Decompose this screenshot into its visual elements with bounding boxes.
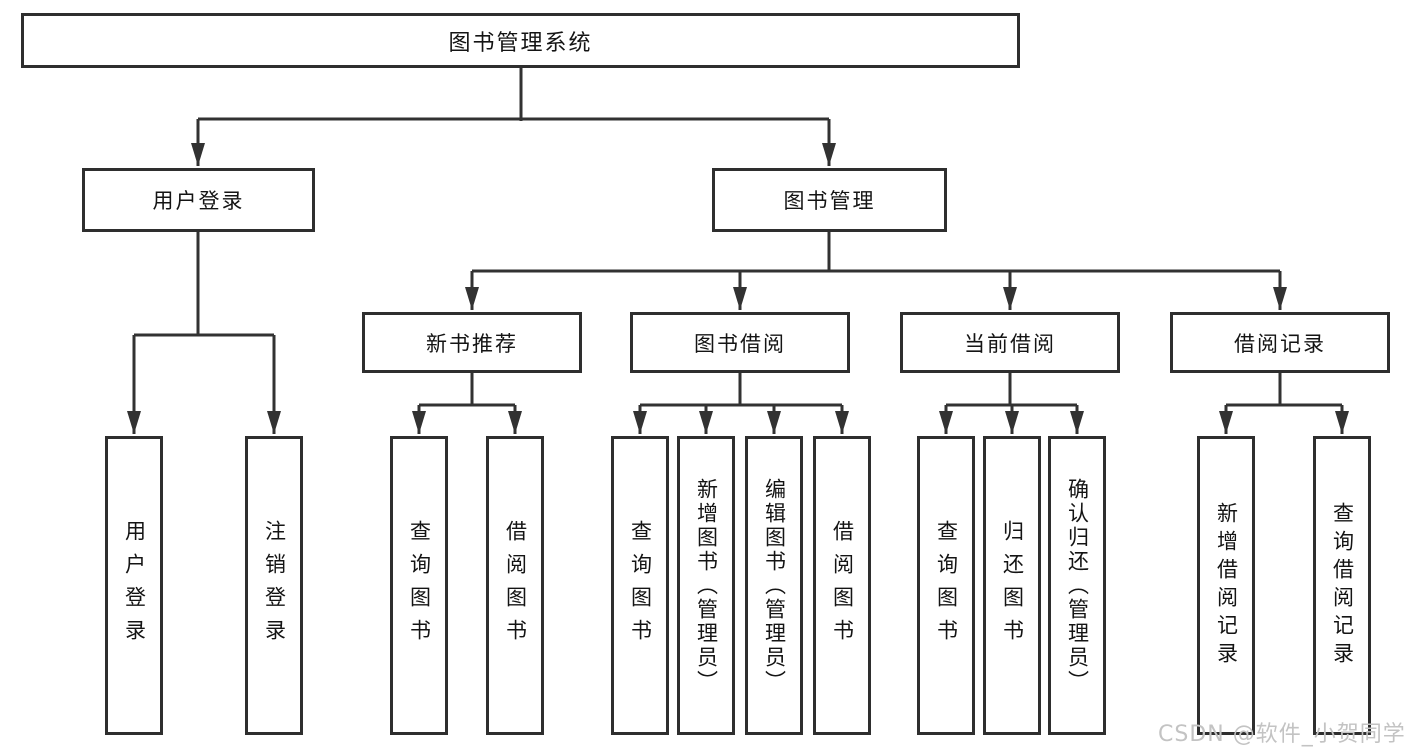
connector-trunks <box>134 68 1342 407</box>
leaf-logout: 注销登录 <box>245 436 303 735</box>
leaf-add-book-admin: 新增图书（管理员） <box>677 436 735 735</box>
leaf-borrow-books-borrowing: 借阅图书 <box>813 436 871 735</box>
node-book-management: 图书管理 <box>712 168 947 232</box>
node-borrowing-records: 借阅记录 <box>1170 312 1390 373</box>
node-current-borrowing: 当前借阅 <box>900 312 1120 373</box>
leaf-user-login: 用户登录 <box>105 436 163 735</box>
leaf-query-books-recommend: 查询图书 <box>390 436 448 735</box>
leaf-borrow-books-recommend: 借阅图书 <box>486 436 544 735</box>
csdn-watermark: CSDN @软件_小贺同学 <box>1158 722 1405 747</box>
leaf-query-borrow-record: 查询借阅记录 <box>1313 436 1371 735</box>
leaf-add-borrow-record: 新增借阅记录 <box>1197 436 1255 735</box>
leaf-query-books-borrowing: 查询图书 <box>611 436 669 735</box>
node-new-book-recommend: 新书推荐 <box>362 312 582 373</box>
node-book-borrowing: 图书借阅 <box>630 312 850 373</box>
node-root-library-system: 图书管理系统 <box>21 13 1020 68</box>
node-user-login: 用户登录 <box>82 168 315 232</box>
leaf-query-books-current: 查询图书 <box>917 436 975 735</box>
leaf-return-book: 归还图书 <box>983 436 1041 735</box>
leaf-edit-book-admin: 编辑图书（管理员） <box>745 436 803 735</box>
leaf-confirm-return-admin: 确认归还（管理员） <box>1048 436 1106 735</box>
